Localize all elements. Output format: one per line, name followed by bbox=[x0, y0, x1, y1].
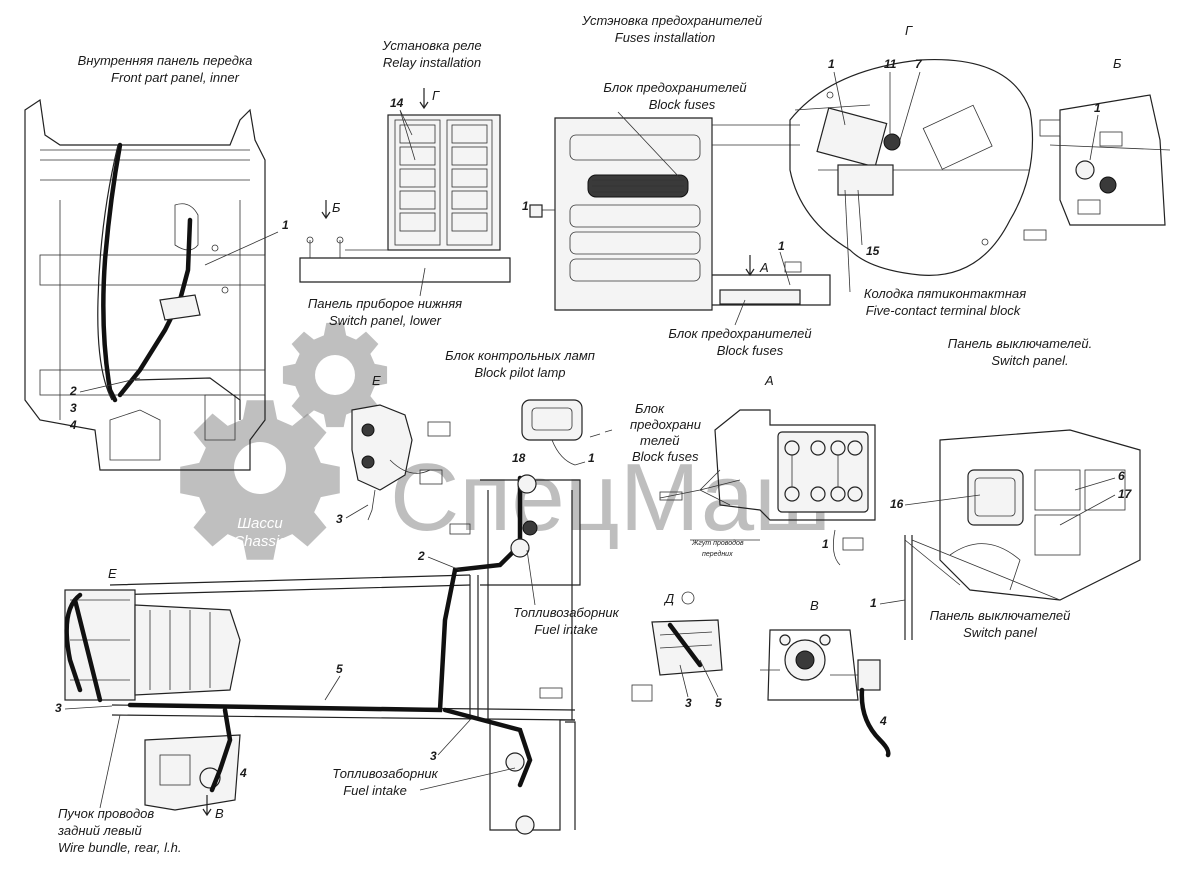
callout-3: 3 bbox=[70, 401, 77, 415]
caption-block-fuses-a-2: предохрани bbox=[630, 417, 701, 432]
callout-4: 4 bbox=[879, 714, 887, 728]
caption-switch-lower-en: Switch panel, lower bbox=[329, 313, 442, 328]
callout-2: 2 bbox=[417, 549, 425, 563]
caption-fuel-intake-2-en: Fuel intake bbox=[343, 783, 407, 798]
callout-1: 1 bbox=[828, 57, 835, 71]
view-arrow-v: В bbox=[215, 806, 224, 821]
caption-front-panel-en: Front part panel, inner bbox=[111, 70, 240, 85]
view-arrow-a: А bbox=[759, 260, 769, 275]
callout-1: 1 bbox=[822, 537, 829, 551]
caption-fuel-intake-2-ru: Топливозаборник bbox=[332, 766, 438, 781]
caption-fuel-intake-1-ru: Топливозаборник bbox=[513, 605, 619, 620]
view-label-e-chassis: Е bbox=[108, 566, 117, 581]
view-label-d: Д bbox=[663, 591, 674, 606]
caption-relay-en: Relay installation bbox=[383, 55, 481, 70]
view-label-a: А bbox=[764, 373, 774, 388]
pilot-lamp-drawing bbox=[521, 399, 613, 466]
view-g-drawing bbox=[789, 58, 1034, 276]
view-b-drawing bbox=[1023, 94, 1171, 241]
view-label-e: Е bbox=[372, 373, 381, 388]
view-v-drawing bbox=[760, 629, 891, 758]
callout-18: 18 bbox=[512, 451, 526, 465]
watermark: Шасси Chassis СпецМаш bbox=[180, 322, 831, 560]
switch-panel-drawing bbox=[904, 429, 1141, 640]
caption-switch-panel-top-ru: Панель выключателей. bbox=[948, 336, 1092, 351]
callout-3: 3 bbox=[685, 696, 692, 710]
callout-4: 4 bbox=[239, 766, 247, 780]
callout-16: 16 bbox=[890, 497, 904, 511]
view-arrow-b: Б bbox=[332, 200, 341, 215]
callout-5: 5 bbox=[336, 662, 343, 676]
relay-installation-drawing bbox=[299, 114, 511, 283]
callout-15: 15 bbox=[866, 244, 880, 258]
caption-switch-panel-bottom-ru: Панель выключателей bbox=[930, 608, 1071, 623]
callout-3: 3 bbox=[55, 701, 62, 715]
tiny-label-2: передних bbox=[702, 550, 733, 558]
caption-block-fuses-mid-ru: Блок предохранителей bbox=[668, 326, 811, 341]
callout-1: 1 bbox=[282, 218, 289, 232]
caption-pilot-lamp-en: Block pilot lamp bbox=[474, 365, 565, 380]
callout-1: 1 bbox=[1094, 101, 1101, 115]
view-e-drawing bbox=[351, 404, 451, 521]
view-label-g: Г bbox=[905, 23, 913, 38]
callout-6: 6 bbox=[1118, 469, 1125, 483]
view-label-b: Б bbox=[1113, 56, 1122, 71]
gear-small-icon: Шасси Chassis bbox=[180, 400, 340, 560]
caption-block-fuses-top-ru: Блок предохранителей bbox=[603, 80, 746, 95]
callout-2: 2 bbox=[69, 384, 77, 398]
view-a-drawing bbox=[659, 409, 876, 566]
caption-five-contact-en: Five-contact terminal block bbox=[866, 303, 1022, 318]
caption-switch-panel-bottom-en: Switch panel bbox=[963, 625, 1038, 640]
view-label-v: В bbox=[810, 598, 819, 613]
front-panel-drawing bbox=[24, 98, 266, 471]
fuses-installation-drawing bbox=[529, 117, 831, 311]
callout-1: 1 bbox=[588, 451, 595, 465]
view-d-drawing bbox=[631, 619, 723, 702]
caption-switch-panel-top-en: Switch panel. bbox=[991, 353, 1068, 368]
caption-fuses-install-ru: Устэновка предохранителей bbox=[581, 13, 762, 28]
caption-switch-lower-ru: Панель приборое нижняя bbox=[308, 296, 462, 311]
caption-fuses-install-en: Fuses installation bbox=[615, 30, 715, 45]
caption-fuel-intake-1-en: Fuel intake bbox=[534, 622, 598, 637]
gear-large-icon bbox=[282, 322, 388, 428]
caption-front-panel-ru: Внутренняя панель передка bbox=[78, 53, 253, 68]
caption-wire-bundle-1: Пучок проводов bbox=[58, 806, 154, 821]
view-arrow-g: Г bbox=[432, 88, 440, 103]
caption-block-fuses-a-3: телей bbox=[640, 433, 679, 448]
watermark-text: СпецМаш bbox=[390, 444, 831, 551]
engine-gearbox bbox=[64, 589, 241, 701]
callout-3: 3 bbox=[430, 749, 437, 763]
caption-relay-ru: Установка реле bbox=[381, 38, 481, 53]
callout-4: 4 bbox=[69, 418, 77, 432]
caption-five-contact-ru: Колодка пятиконтактная bbox=[864, 286, 1026, 301]
callout-1: 1 bbox=[778, 239, 785, 253]
callout-1: 1 bbox=[522, 199, 529, 213]
caption-wire-bundle-2: задний левый bbox=[57, 823, 142, 838]
callout-17: 17 bbox=[1118, 487, 1133, 501]
watermark-sub-1: Шасси bbox=[237, 515, 283, 532]
caption-wire-bundle-3: Wire bundle, rear, l.h. bbox=[58, 840, 181, 855]
caption-block-fuses-mid-en: Block fuses bbox=[717, 343, 784, 358]
caption-pilot-lamp-ru: Блок контрольных ламп bbox=[445, 348, 595, 363]
callout-14: 14 bbox=[390, 96, 404, 110]
caption-block-fuses-top-en: Block fuses bbox=[649, 97, 716, 112]
callout-7: 7 bbox=[915, 57, 923, 71]
callout-1: 1 bbox=[870, 596, 877, 610]
main-harness bbox=[64, 474, 538, 793]
watermark-sub-2: Chassis bbox=[233, 533, 287, 550]
tiny-label-1: Жгут проводов bbox=[691, 539, 744, 547]
caption-block-fuses-a-4: Block fuses bbox=[632, 449, 699, 464]
callout-11: 11 bbox=[884, 57, 897, 71]
callout-5: 5 bbox=[715, 696, 722, 710]
caption-block-fuses-a-1: Блок bbox=[635, 401, 665, 416]
callout-3: 3 bbox=[336, 512, 343, 526]
